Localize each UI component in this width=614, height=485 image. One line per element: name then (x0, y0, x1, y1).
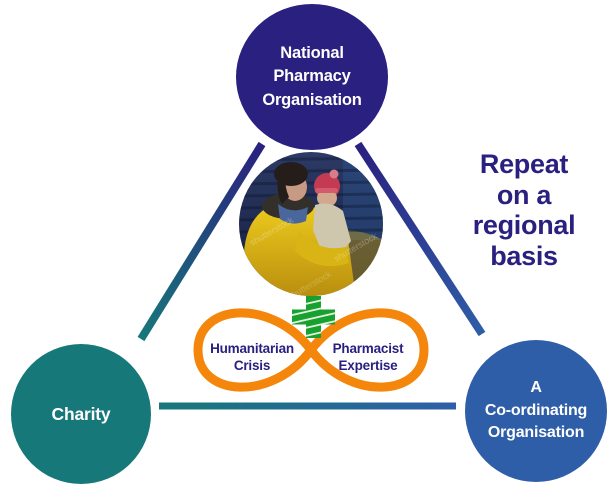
node-national-pharmacy-organisation: National Pharmacy Organisation (236, 4, 388, 150)
loop-label-humanitarian-crisis: Humanitarian Crisis (210, 341, 294, 373)
left-connector-line (137, 141, 266, 342)
node-charity: Charity (11, 344, 151, 484)
node-label: National Pharmacy Organisation (262, 44, 362, 109)
repeat-note: Repeat on a regional basis (472, 149, 576, 271)
node-coordinating-organisation: A Co-ordinating Organisation (465, 340, 607, 482)
node-label: A Co-ordinating Organisation (484, 379, 588, 442)
loop-label-pharmacist-expertise: Pharmacist Expertise (332, 341, 404, 373)
node-label: Charity (51, 403, 111, 424)
right-connector-line (354, 141, 486, 337)
photo-circle: shutterstock shutterstock shutterstock (239, 152, 383, 296)
infinity-loop (193, 308, 429, 392)
